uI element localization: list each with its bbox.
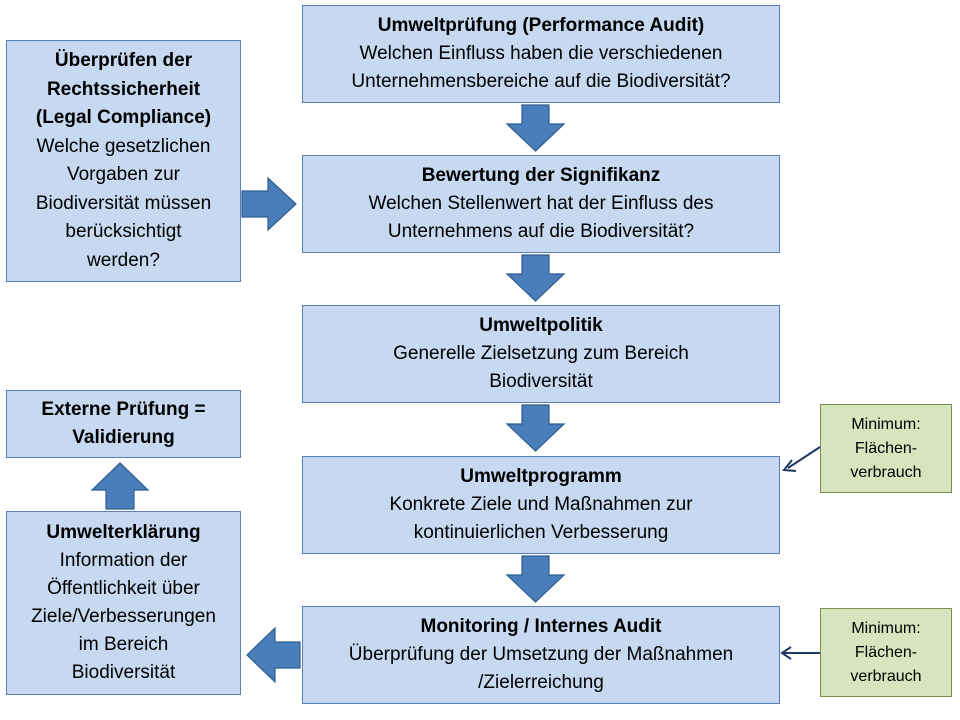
note-pointer-head	[782, 459, 797, 472]
box-legal-compliance-title: (Legal Compliance)	[35, 107, 212, 128]
box-statement-line: Ziele/Verbesserungen	[31, 606, 216, 627]
box-performance-audit-line: Unternehmensbereiche auf die Biodiversit…	[351, 71, 731, 92]
box-policy-title: Umweltpolitik	[479, 315, 603, 336]
box-legal-compliance-line: werden?	[87, 249, 160, 271]
box-policy-line: Generelle Zielsetzung zum Bereich	[393, 343, 689, 364]
box-legal-compliance-line: Biodiversität müssen	[35, 192, 212, 214]
box-monitoring-title: Monitoring / Internes Audit	[420, 616, 662, 637]
note-minimum-land-use: Minimum: Flächen- verbrauch	[820, 608, 952, 697]
box-statement-line: Information der	[59, 550, 188, 571]
box-statement-title: Umwelterklärung	[46, 522, 201, 543]
box-validation: Externe Prüfung = Validierung	[6, 390, 241, 458]
box-significance-line: Welchen Stellenwert hat der Einfluss des	[368, 193, 714, 214]
note-line: Minimum:	[851, 415, 921, 433]
box-programme-title: Umweltprogramm	[460, 466, 622, 487]
box-statement-line: Öffentlichkeit über	[47, 578, 200, 599]
arrow-left-icon	[246, 626, 301, 684]
arrow-down-icon	[505, 555, 566, 603]
box-significance: Bewertung der Signifikanz Welchen Stelle…	[302, 155, 780, 253]
box-legal-compliance: Überprüfen der Rechtssicherheit (Legal C…	[6, 40, 241, 282]
note-minimum-land-use: Minimum: Flächen- verbrauch	[820, 404, 952, 493]
box-monitoring-line: /Zielerreichung	[478, 672, 604, 693]
box-monitoring-line: Überprüfung der Umsetzung der Maßnahmen	[348, 644, 734, 665]
box-monitoring: Monitoring / Internes Audit Überprüfung …	[302, 606, 780, 704]
box-performance-audit-title: Umweltprüfung (Performance Audit)	[377, 15, 705, 36]
arrow-down-icon	[505, 404, 566, 452]
note-line: Flächen-	[854, 439, 918, 457]
box-validation-title: Externe Prüfung =	[41, 399, 206, 420]
arrow-down-icon	[505, 254, 566, 302]
box-programme-line: Konkrete Ziele und Maßnahmen zur	[389, 494, 693, 515]
arrow-down-icon	[505, 104, 566, 152]
box-policy: Umweltpolitik Generelle Zielsetzung zum …	[302, 305, 780, 403]
box-programme: Umweltprogramm Konkrete Ziele und Maßnah…	[302, 456, 780, 554]
box-legal-compliance-line: berücksichtigt	[65, 221, 182, 242]
note-pointer-head	[780, 646, 792, 660]
note-line: Minimum:	[851, 619, 921, 637]
box-programme-line: kontinuierlichen Verbesserung	[413, 522, 669, 543]
note-line: verbrauch	[850, 667, 922, 685]
box-legal-compliance-line: Welche gesetzlichen	[36, 135, 211, 157]
box-legal-compliance-title: Rechtssicherheit	[46, 78, 201, 100]
arrow-right-icon	[241, 176, 297, 232]
note-pointer-line	[787, 446, 821, 469]
box-statement-line: Biodiversität	[71, 662, 176, 683]
box-legal-compliance-line: Vorgaben zur	[66, 164, 181, 185]
box-statement: Umwelterklärung Information der Öffentli…	[6, 511, 241, 695]
box-statement-line: im Bereich	[78, 634, 169, 655]
note-line: verbrauch	[850, 463, 922, 481]
box-validation-title: Validierung	[72, 427, 175, 448]
box-policy-line: Biodiversität	[489, 371, 593, 392]
box-significance-line: Unternehmens auf die Biodiversität?	[387, 221, 695, 242]
arrow-up-icon	[90, 462, 150, 510]
box-performance-audit-line: Welchen Einfluss haben die verschiedenen	[359, 43, 723, 64]
box-performance-audit: Umweltprüfung (Performance Audit) Welche…	[302, 5, 780, 103]
box-significance-title: Bewertung der Signifikanz	[421, 165, 661, 186]
note-line: Flächen-	[854, 643, 918, 661]
box-legal-compliance-title: Überprüfen der	[54, 50, 193, 71]
